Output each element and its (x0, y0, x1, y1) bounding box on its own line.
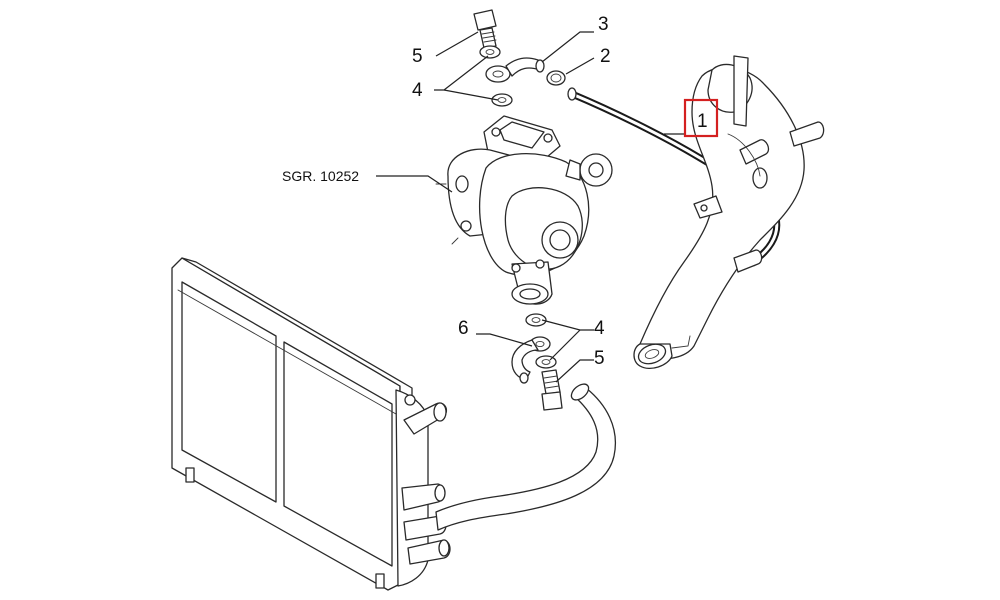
leader-lines (376, 31, 684, 383)
callout-5-top: 5 (412, 46, 423, 67)
turbocharger (435, 115, 613, 305)
callout-labels: 5 4 3 2 1 SGR. 10252 6 4 5 (282, 14, 719, 369)
coolant-outlet-housing (633, 55, 825, 370)
callout-4-top: 4 (412, 80, 423, 101)
callout-2: 2 (600, 46, 611, 67)
sealing-washer-top-upper (479, 45, 501, 59)
callout-6: 6 (458, 318, 469, 339)
hose-clamp (546, 70, 566, 86)
callout-4-bottom: 4 (594, 318, 605, 339)
banjo-union-bottom (511, 336, 551, 384)
callout-1: 1 (697, 111, 708, 132)
callout-3: 3 (598, 14, 609, 35)
reference-sgr-label: SGR. 10252 (282, 168, 359, 184)
banjo-bolt-bottom (541, 369, 563, 411)
lower-return-hose (435, 383, 616, 531)
sealing-washer-bottom-upper (525, 313, 547, 327)
callout-5-bottom: 5 (594, 348, 605, 369)
sealing-washer-top-lower (491, 93, 513, 107)
top-banjo-fitting-group (473, 9, 566, 107)
banjo-bolt-top (473, 9, 497, 49)
radiator (171, 257, 451, 591)
bottom-banjo-fitting-group (511, 313, 563, 411)
banjo-union-top (485, 57, 545, 83)
callout-1-highlight-box (683, 98, 719, 138)
